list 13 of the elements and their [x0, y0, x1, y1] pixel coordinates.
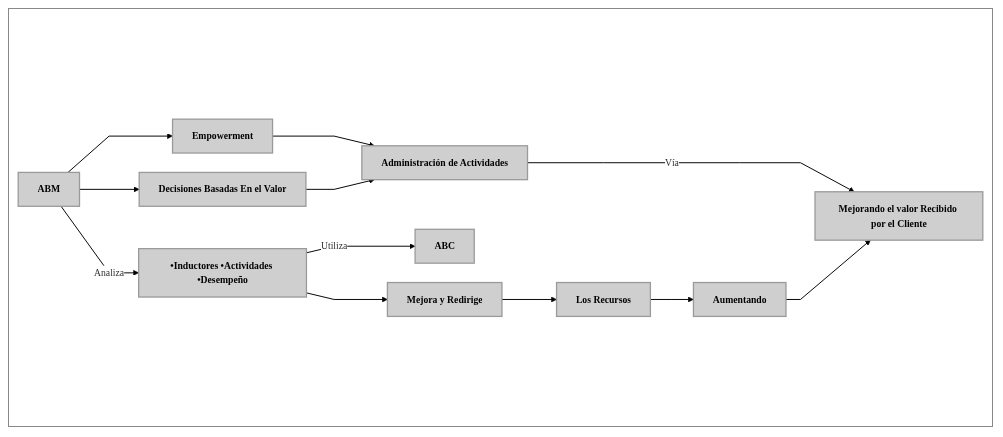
- node-box: ABM: [17, 171, 81, 207]
- node-box: •Inductores •Actividades •Desempeño: [138, 247, 308, 298]
- edge-label: Analiza: [94, 267, 125, 278]
- node-box: Empowerment: [171, 118, 274, 154]
- node-box: Aumentando: [692, 281, 787, 317]
- edge-label: Vía: [664, 157, 679, 168]
- node-box: Mejorando el valor Recibido por el Cliente: [814, 190, 984, 241]
- node-box: Administración de Actividades: [361, 144, 529, 180]
- node-box: Decisiones Basadas En el Valor: [138, 171, 307, 207]
- edge-label: Utiliza: [320, 240, 348, 251]
- node-box: Mejora y Redirige: [386, 281, 503, 317]
- node-box: Los Recursos: [555, 281, 652, 317]
- node-box: ABC: [414, 228, 475, 264]
